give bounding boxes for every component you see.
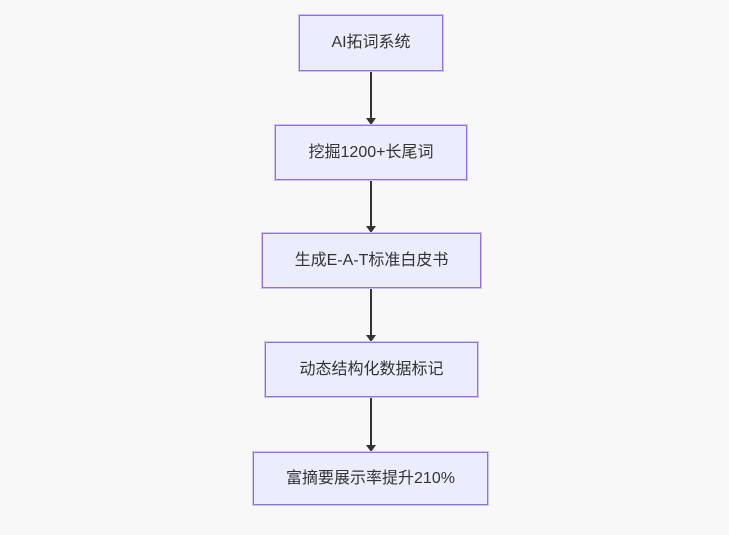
- arrow-down-head-icon: [366, 335, 376, 342]
- edge-4: [366, 398, 376, 452]
- node-ai-expansion-system: AI拓词系统: [299, 15, 443, 71]
- edge-3: [366, 289, 376, 342]
- node-label: 富摘要展示率提升210%: [286, 469, 455, 487]
- node-longtail-mining: 挖掘1200+长尾词: [275, 125, 467, 180]
- node-structured-data-markup: 动态结构化数据标记: [265, 342, 478, 397]
- edge-line: [370, 398, 372, 446]
- edge-line: [370, 72, 372, 119]
- node-label: 动态结构化数据标记: [299, 360, 444, 378]
- edge-line: [370, 289, 372, 336]
- edge-2: [366, 181, 376, 233]
- node-eat-whitepaper: 生成E-A-T标准白皮书: [262, 233, 481, 288]
- node-rich-snippet-result: 富摘要展示率提升210%: [253, 452, 488, 505]
- node-label: 挖掘1200+长尾词: [308, 143, 434, 161]
- arrow-down-head-icon: [366, 445, 376, 452]
- node-label: AI拓词系统: [331, 34, 411, 52]
- edge-line: [370, 181, 372, 227]
- node-label: 生成E-A-T标准白皮书: [294, 251, 449, 269]
- edge-1: [366, 72, 376, 125]
- arrow-down-head-icon: [366, 118, 376, 125]
- arrow-down-head-icon: [366, 226, 376, 233]
